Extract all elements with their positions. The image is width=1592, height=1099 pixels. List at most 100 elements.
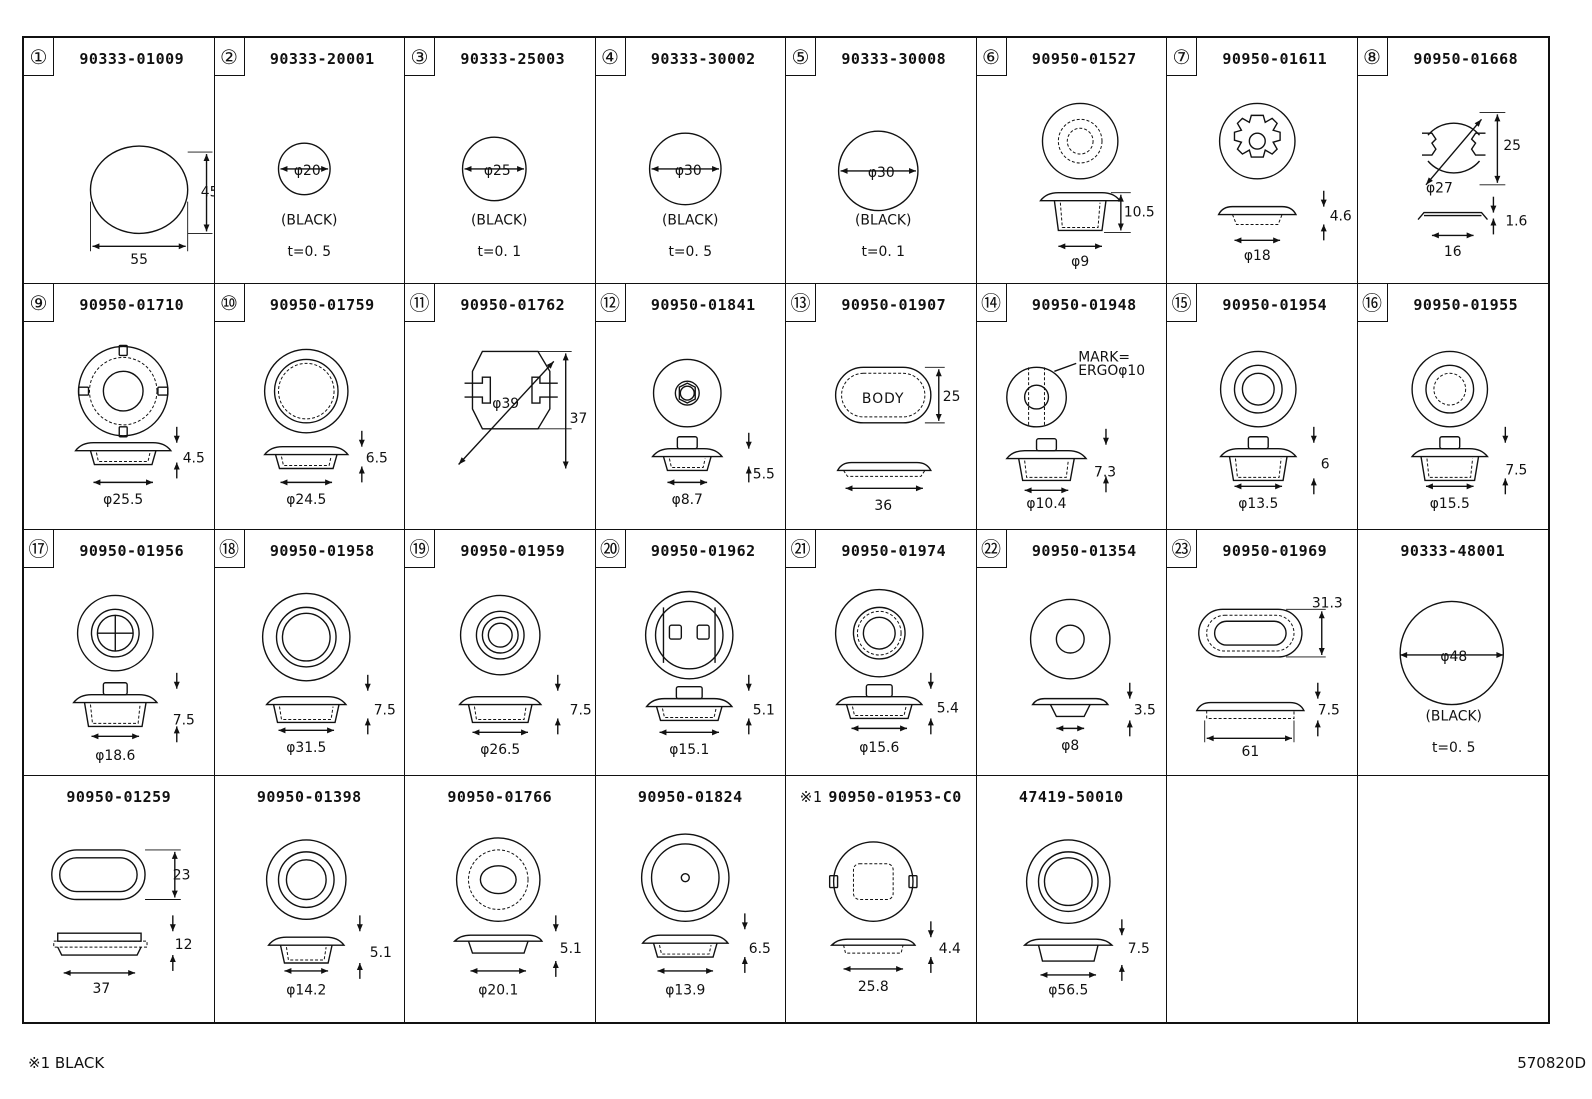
part-drawing: 4.425.8 (828, 841, 961, 995)
outline-shape (479, 865, 517, 895)
arrow-head (1314, 720, 1321, 728)
outline-shape (90, 608, 140, 658)
diameter-label: φ24.5 (286, 492, 326, 508)
outline-shape (832, 841, 914, 923)
arrow-head (927, 957, 934, 964)
arrow-head (562, 353, 569, 361)
outline-shape (1038, 192, 1121, 202)
arrow-head (132, 733, 140, 740)
part-number: 90333-30002 (650, 50, 756, 68)
arrow-head (169, 955, 176, 963)
thickness-label: t=0. 5 (287, 244, 331, 260)
part-number-heading: 90950-01668 (1388, 50, 1545, 68)
part-number: 90950-01948 (1031, 296, 1137, 314)
outline-shape (458, 695, 543, 706)
part-number: 90950-01841 (650, 296, 756, 314)
item-number: ② (214, 38, 245, 76)
arrow-head (173, 435, 180, 443)
arrow-head (1057, 243, 1065, 250)
arrow-head (1076, 725, 1084, 732)
outline-shape (261, 592, 351, 682)
diameter-label: φ39 (492, 396, 519, 412)
outline-shape (1004, 449, 1088, 460)
outline-shape (852, 606, 906, 660)
thickness-label: 7.5 (173, 712, 195, 728)
diameter-label: φ20.1 (478, 983, 518, 999)
thickness-label: 6.5 (365, 451, 387, 467)
arrow-head (552, 961, 559, 968)
arrow-head (900, 725, 908, 732)
arrow-head (356, 962, 363, 970)
arrow-head (840, 167, 848, 174)
outline-shape (51, 849, 146, 901)
outline-shape (281, 612, 331, 662)
item-number: ⑥ (976, 38, 1007, 76)
arrow-head (1088, 971, 1096, 978)
outline-shape (473, 706, 527, 720)
part-number-heading: 90950-01527 (1007, 50, 1163, 68)
thickness-label: 5.1 (560, 941, 582, 957)
part-number-heading: 90950-01824 (596, 788, 786, 806)
item-number: ③ (405, 38, 435, 76)
arrow-head (464, 165, 472, 172)
outline-shape (102, 370, 144, 412)
part-number-heading: 90950-01956 (54, 542, 210, 560)
diameter-label: φ10.4 (1026, 496, 1066, 512)
thickness-label: 7.5 (1505, 462, 1527, 478)
item-number: ⑨ (24, 284, 54, 322)
thickness-label: 7.3 (1094, 464, 1116, 480)
part-drawing: 7.5 φ15.5 (1410, 350, 1527, 512)
part-drawing: 6.5 φ24.5 (262, 348, 387, 508)
outline-shape (1037, 851, 1099, 913)
outline-shape (696, 624, 710, 640)
diameter-label: φ15.5 (1429, 496, 1469, 512)
part-number-heading: 90950-01759 (245, 296, 401, 314)
arrow-head (896, 965, 904, 972)
outline-shape (1233, 114, 1281, 158)
part-number-heading: 90950-01398 (215, 788, 405, 806)
height-label: 10.5 (1123, 205, 1154, 221)
part-number: 90950-01710 (79, 296, 185, 314)
part-number-heading: 90950-01962 (626, 542, 782, 560)
part-number: 90950-01611 (1222, 50, 1328, 68)
outline-shape (468, 849, 529, 910)
outline-shape (277, 142, 331, 196)
outline-shape (652, 942, 718, 958)
part-number: 90950-01953-C0 (828, 788, 962, 806)
outline-shape (1053, 200, 1107, 232)
outline-shape (452, 934, 544, 942)
thickness-label: 6.5 (748, 941, 770, 957)
outline-shape (475, 610, 525, 660)
outline-shape (74, 442, 173, 452)
part-number: 90950-01398 (256, 788, 362, 806)
arrow-head (1320, 224, 1327, 232)
diameter-label: φ15.6 (859, 740, 899, 756)
part-number: 90950-01974 (841, 542, 947, 560)
outline-shape (843, 945, 904, 954)
arrow-head (699, 479, 707, 486)
thickness-label: t=0. 1 (861, 244, 905, 260)
outline-shape (1248, 132, 1266, 150)
outline-shape (640, 934, 729, 944)
outline-shape (1023, 384, 1049, 410)
outline-shape (266, 936, 345, 946)
arrow-head (546, 361, 554, 369)
arrow-head (657, 967, 664, 974)
part-number-heading: 90333-30008 (816, 50, 972, 68)
mark-label: ERGOφ10 (1078, 363, 1145, 379)
arrow-head (554, 683, 561, 691)
